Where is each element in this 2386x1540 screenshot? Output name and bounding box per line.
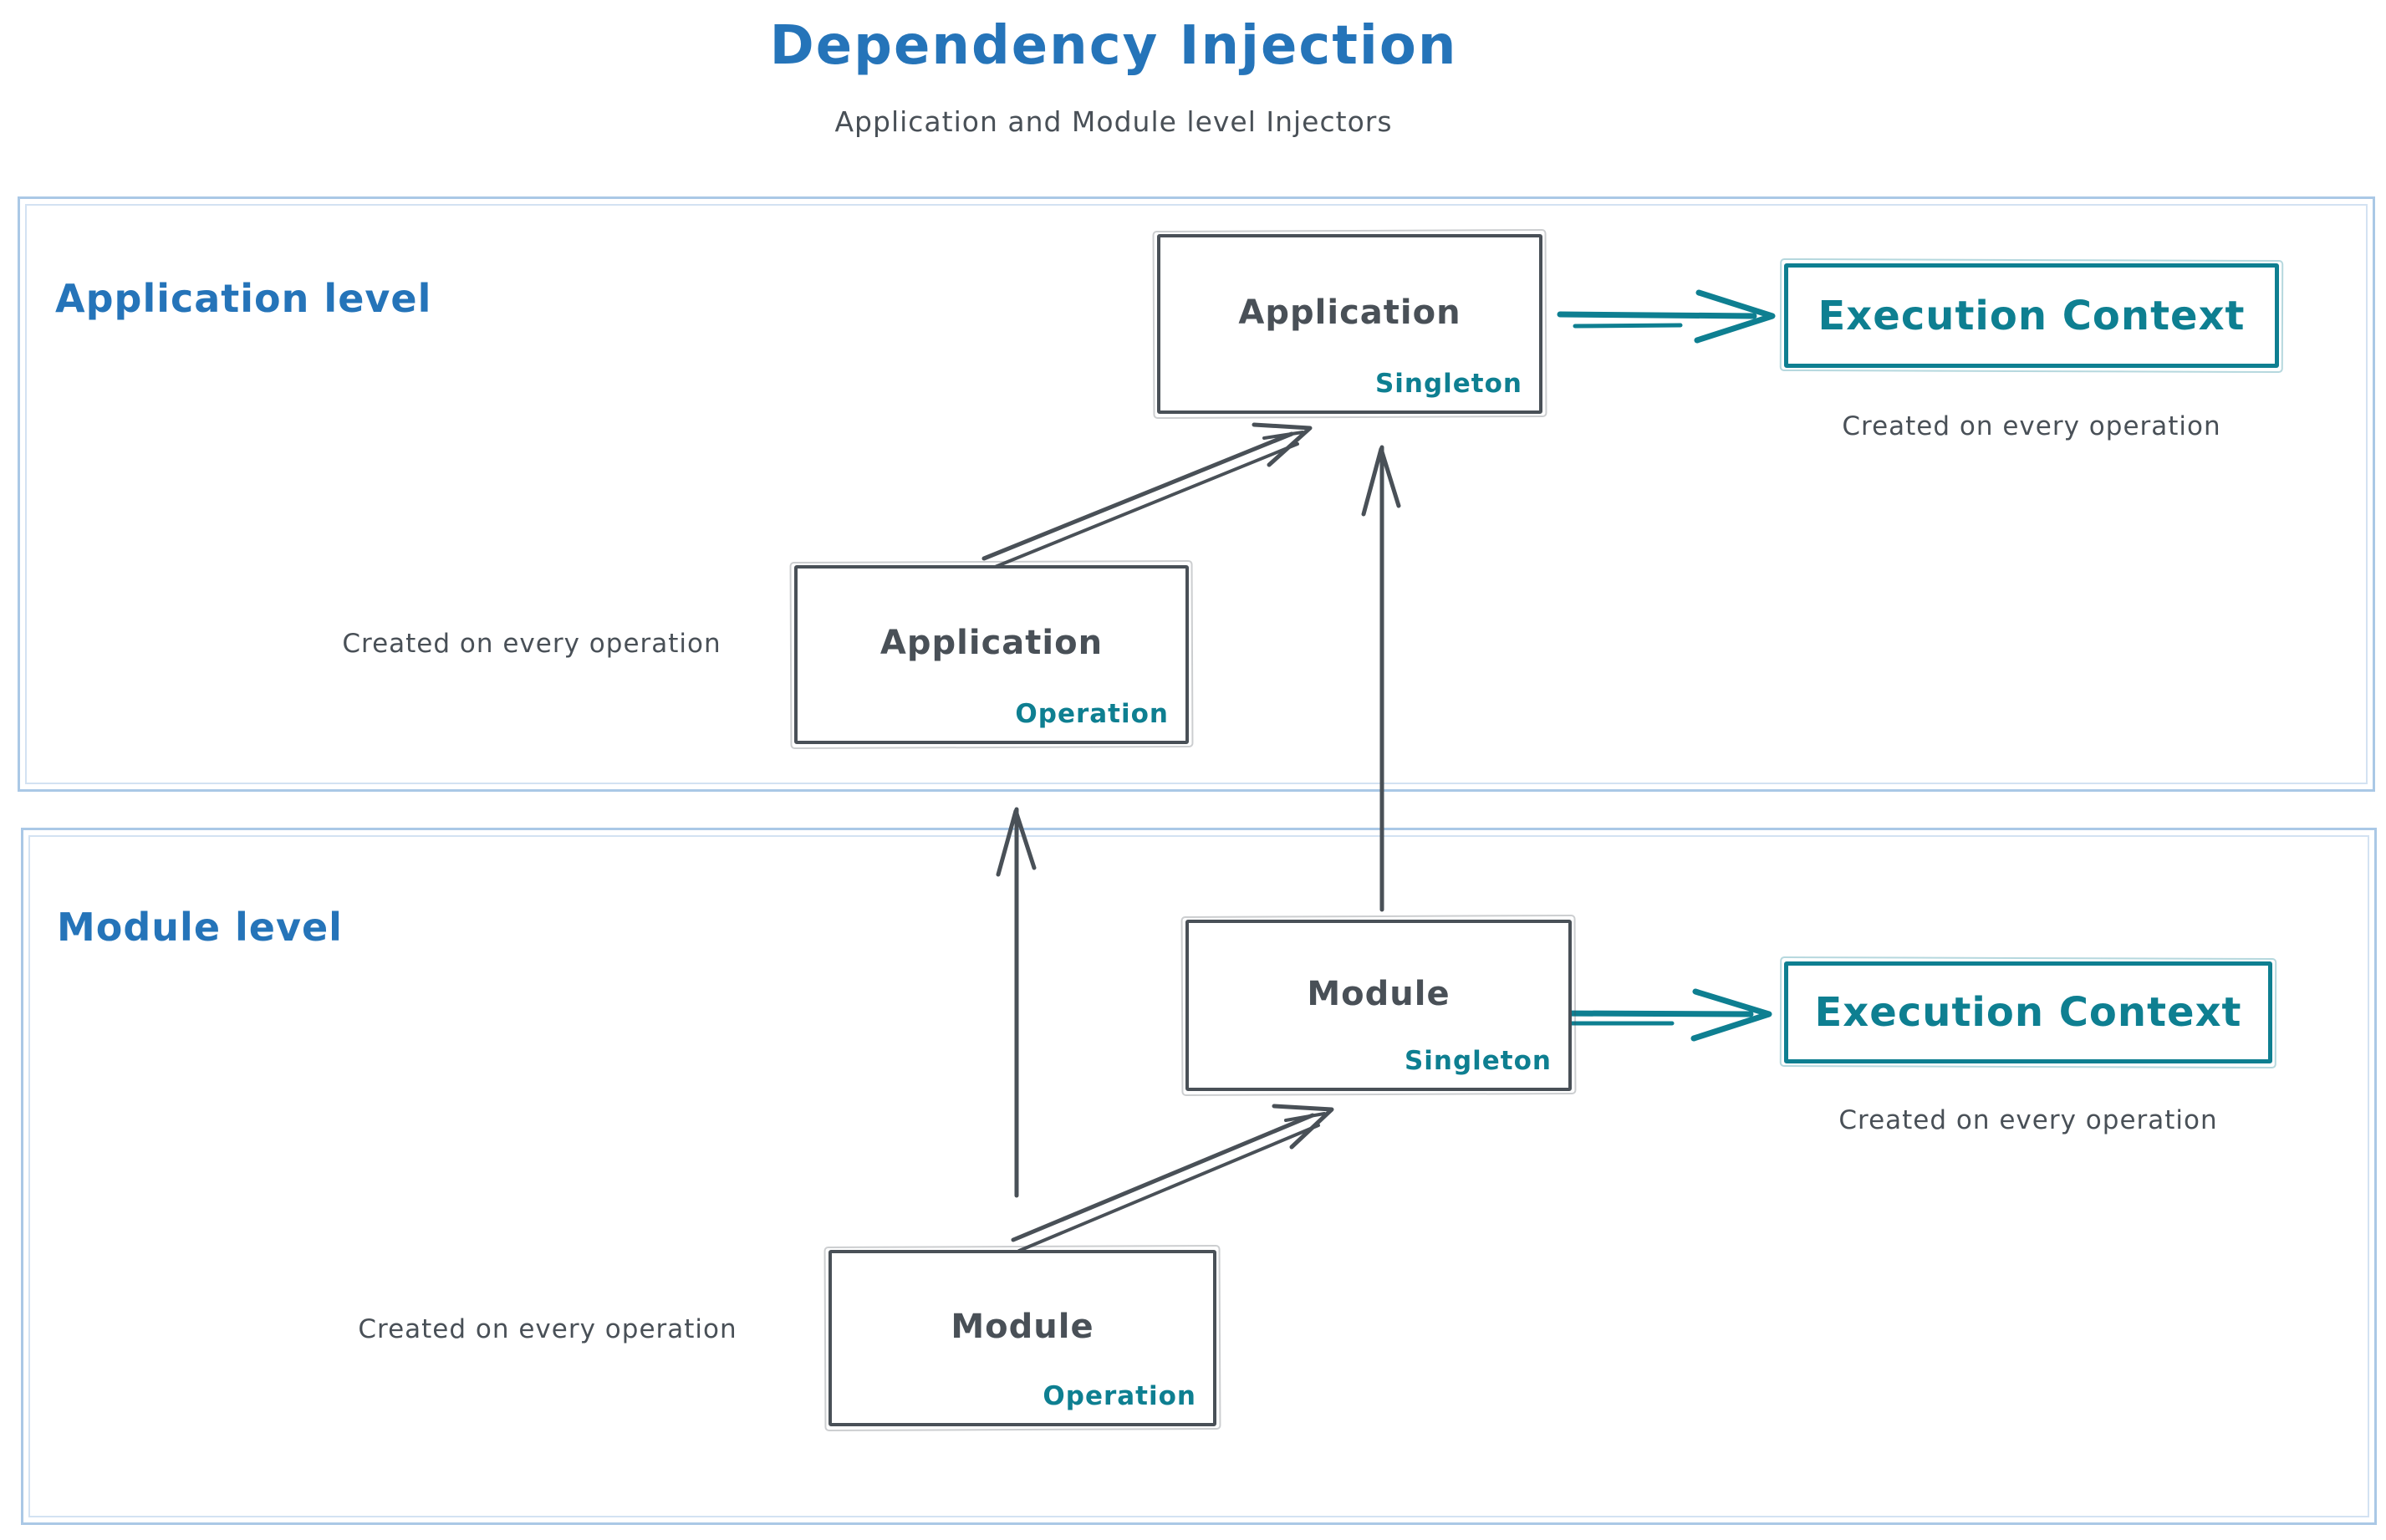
module-execution-context-label: Execution Context — [1814, 989, 2242, 1036]
app-operation-title: Application — [879, 624, 1104, 662]
module-execution-context-note: Created on every operation — [1838, 1105, 2218, 1135]
module-level-container — [21, 828, 2377, 1525]
module-singleton-tag: Singleton — [1404, 1046, 1552, 1076]
app-operation-box: Application Operation — [794, 565, 1189, 744]
application-level-label: Application level — [55, 276, 432, 321]
app-execution-context-note: Created on every operation — [1842, 411, 2221, 441]
module-operation-title: Module — [951, 1307, 1094, 1346]
module-level-label: Module level — [57, 905, 343, 950]
app-execution-context-label: Execution Context — [1818, 292, 2246, 339]
module-singleton-title: Module — [1307, 974, 1450, 1013]
app-execution-context-box: Execution Context — [1784, 263, 2279, 368]
app-singleton-title: Application — [1238, 293, 1461, 332]
diagram-subtitle: Application and Module level Injectors — [834, 105, 1393, 138]
app-operation-tag: Operation — [1015, 699, 1169, 729]
module-execution-context-box: Execution Context — [1784, 961, 2272, 1063]
module-operation-note: Created on every operation — [358, 1314, 737, 1344]
module-operation-tag: Operation — [1043, 1381, 1196, 1411]
app-operation-note: Created on every operation — [342, 629, 721, 659]
module-operation-box: Module Operation — [828, 1250, 1216, 1426]
module-singleton-box: Module Singleton — [1185, 920, 1572, 1091]
app-singleton-tag: Singleton — [1374, 369, 1522, 399]
application-level-container — [18, 196, 2375, 792]
app-singleton-box: Application Singleton — [1157, 234, 1542, 414]
diagram-title: Dependency Injection — [769, 15, 1458, 77]
